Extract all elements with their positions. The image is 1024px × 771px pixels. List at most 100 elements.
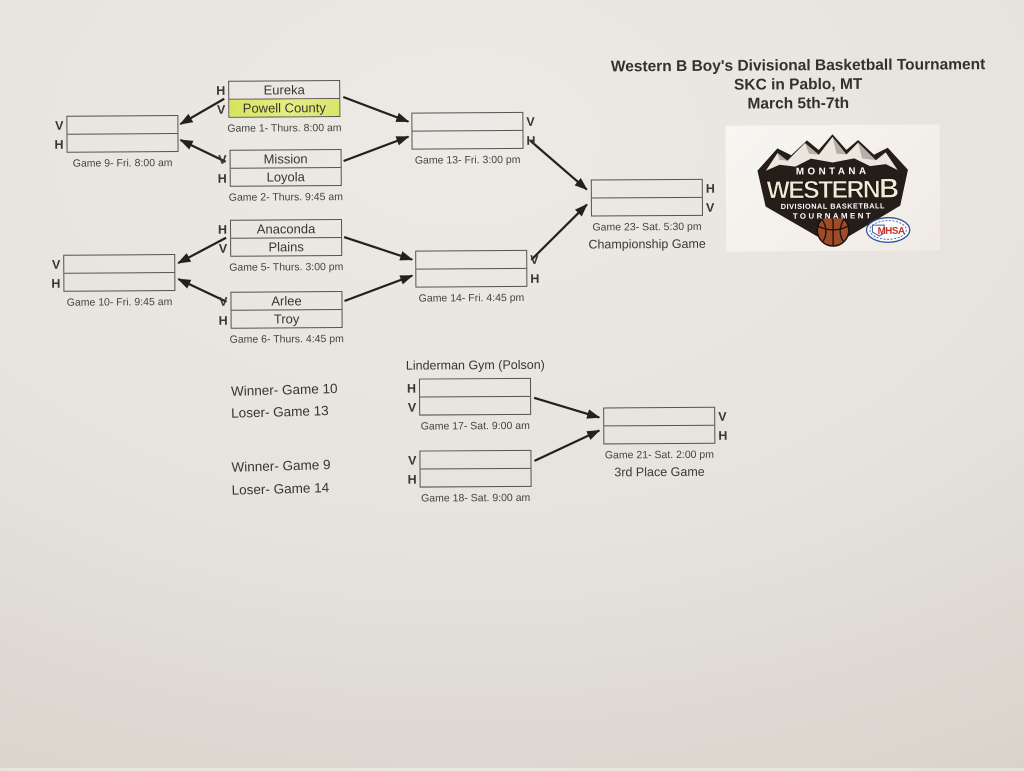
game23-slot2-side-label: V [706,198,720,217]
game2-slot2-side-label: H [213,169,227,188]
game23-slot2-empty [592,198,702,216]
game9-caption: Game 9- Fri. 8:00 am [50,157,196,170]
game6-slot1-side-label: V [213,293,227,312]
game13-slot1-empty [412,113,522,132]
game6-matchup: V H Arlee Troy Game 6- Thurs. 4:45 pm [230,291,342,329]
logo-tournament-text: TOURNAMENT [793,211,873,220]
game10-box [63,254,175,292]
game18-slot1-side-label: V [402,452,416,471]
game9-box [66,115,178,153]
game17-caption: Game 17- Sat. 9:00 am [402,420,548,433]
game1-slot2-side-label: V [211,100,225,119]
game9-slot1-empty [67,116,177,135]
game1-matchup: H V Eureka Powell County Game 1- Thurs. … [228,80,340,118]
game23-side-labels: H V [706,180,720,217]
game9-side-labels: V H [49,117,63,154]
game6-team-arlee: Arlee [231,292,341,311]
game17-slot1-side-label: H [402,380,416,399]
game14-slot2-empty [416,269,526,287]
game10-side-labels: V H [46,256,60,293]
game5-team-anaconda: Anaconda [231,220,341,239]
note-winner-game9: Winner- Game 9 [231,457,330,475]
game23-box [591,179,703,217]
game9-slot2-side-label: H [49,135,63,154]
game5-matchup: H V Anaconda Plains Game 5- Thurs. 3:00 … [230,219,342,257]
game14-slot1-side-label: V [530,251,544,270]
game6-slot2-side-label: H [214,311,228,330]
game5-side-labels: H V [213,221,227,258]
game10-slot2-side-label: H [46,274,60,293]
game14-slot1-empty [416,251,526,270]
game17-slot2-side-label: V [402,398,416,417]
game17-side-labels: H V [402,380,416,417]
note-loser-game13: Loser- Game 13 [231,403,329,421]
game18-slot1-empty [420,451,530,470]
game5-team-plains: Plains [231,238,341,256]
tournament-title-line1: Western B Boy's Divisional Basketball To… [563,55,1024,77]
game14-side-labels: V H [530,251,544,288]
game17-slot2-empty [420,397,530,415]
game1-box: Eureka Powell County [228,80,340,118]
game9-matchup: V H Game 9- Fri. 8:00 am [66,115,178,153]
championship-game-label: Championship Game [570,237,724,252]
game2-box: Mission Loyola [230,149,342,187]
game14-caption: Game 14- Fri. 4:45 pm [398,292,544,305]
game6-team-troy: Troy [232,310,342,328]
game10-matchup: V H Game 10- Fri. 9:45 am [63,254,175,292]
game2-team-loyola: Loyola [231,168,341,186]
game13-caption: Game 13- Fri. 3:00 pm [395,154,541,167]
game17-slot1-empty [420,379,530,398]
game13-box [411,112,523,150]
game9-slot2-empty [67,134,177,152]
game13-slot1-side-label: V [526,113,540,132]
game17-box [419,378,531,416]
logo-westernb-text: WESTERNB [766,172,899,204]
game1-team-powell-county-highlighted: Powell County [229,99,339,117]
game10-caption: Game 10- Fri. 9:45 am [46,296,192,309]
game5-slot1-side-label: H [213,221,227,240]
game5-slot2-side-label: V [213,239,227,258]
note-winner-game10: Winner- Game 10 [231,381,338,399]
game13-side-labels: V H [526,113,540,150]
game13-slot2-empty [412,131,522,149]
game21-box [603,407,715,445]
third-place-game-label: 3rd Place Game [582,465,736,480]
note-loser-game14: Loser- Game 14 [231,480,329,498]
game21-third-place-matchup: V H Game 21- Sat. 2:00 pm 3rd Place Game [603,407,715,445]
game23-slot1-side-label: H [706,180,720,199]
game23-slot1-empty [592,180,702,199]
game10-slot2-empty [64,273,174,291]
game17-matchup: H V Game 17- Sat. 9:00 am [419,378,531,416]
game21-caption: Game 21- Sat. 2:00 pm [586,449,732,462]
game2-slot1-side-label: V [213,151,227,170]
game21-slot2-empty [604,426,714,444]
game23-championship-matchup: H V Game 23- Sat. 5:30 pm Championship G… [591,179,703,217]
game21-slot2-side-label: H [718,426,732,445]
game5-box: Anaconda Plains [230,219,342,257]
tournament-logo-panel: MONTANA WESTERNB DIVISIONAL BASKETBALL T… [725,124,940,251]
game14-slot2-side-label: H [530,269,544,288]
game14-box [415,250,527,288]
venue-label: Linderman Gym (Polson) [406,358,545,373]
tournament-title: Western B Boy's Divisional Basketball To… [563,55,1024,115]
game9-slot1-side-label: V [49,117,63,136]
game10-slot1-empty [64,255,174,274]
game23-caption: Game 23- Sat. 5:30 pm [574,221,720,234]
logo-divisional-basketball-text: DIVISIONAL BASKETBALL [781,201,885,211]
game21-slot1-empty [604,408,714,427]
western-b-tournament-logo: MONTANA WESTERNB DIVISIONAL BASKETBALL T… [746,129,919,248]
game18-matchup: V H Game 18- Sat. 9:00 am [419,450,531,488]
game14-matchup: V H Game 14- Fri. 4:45 pm [415,250,527,288]
game21-side-labels: V H [718,408,732,445]
game6-caption: Game 6- Thurs. 4:45 pm [214,333,360,346]
game13-matchup: V H Game 13- Fri. 3:00 pm [411,112,523,150]
tournament-dates: March 5th-7th [563,93,1024,115]
game1-slot1-side-label: H [211,82,225,101]
mhsa-text: MHSA [878,226,905,237]
arrow-game17-to-game21 [534,397,599,417]
game5-caption: Game 5- Thurs. 3:00 pm [213,261,359,274]
game6-box: Arlee Troy [230,291,342,329]
game18-box [419,450,531,488]
